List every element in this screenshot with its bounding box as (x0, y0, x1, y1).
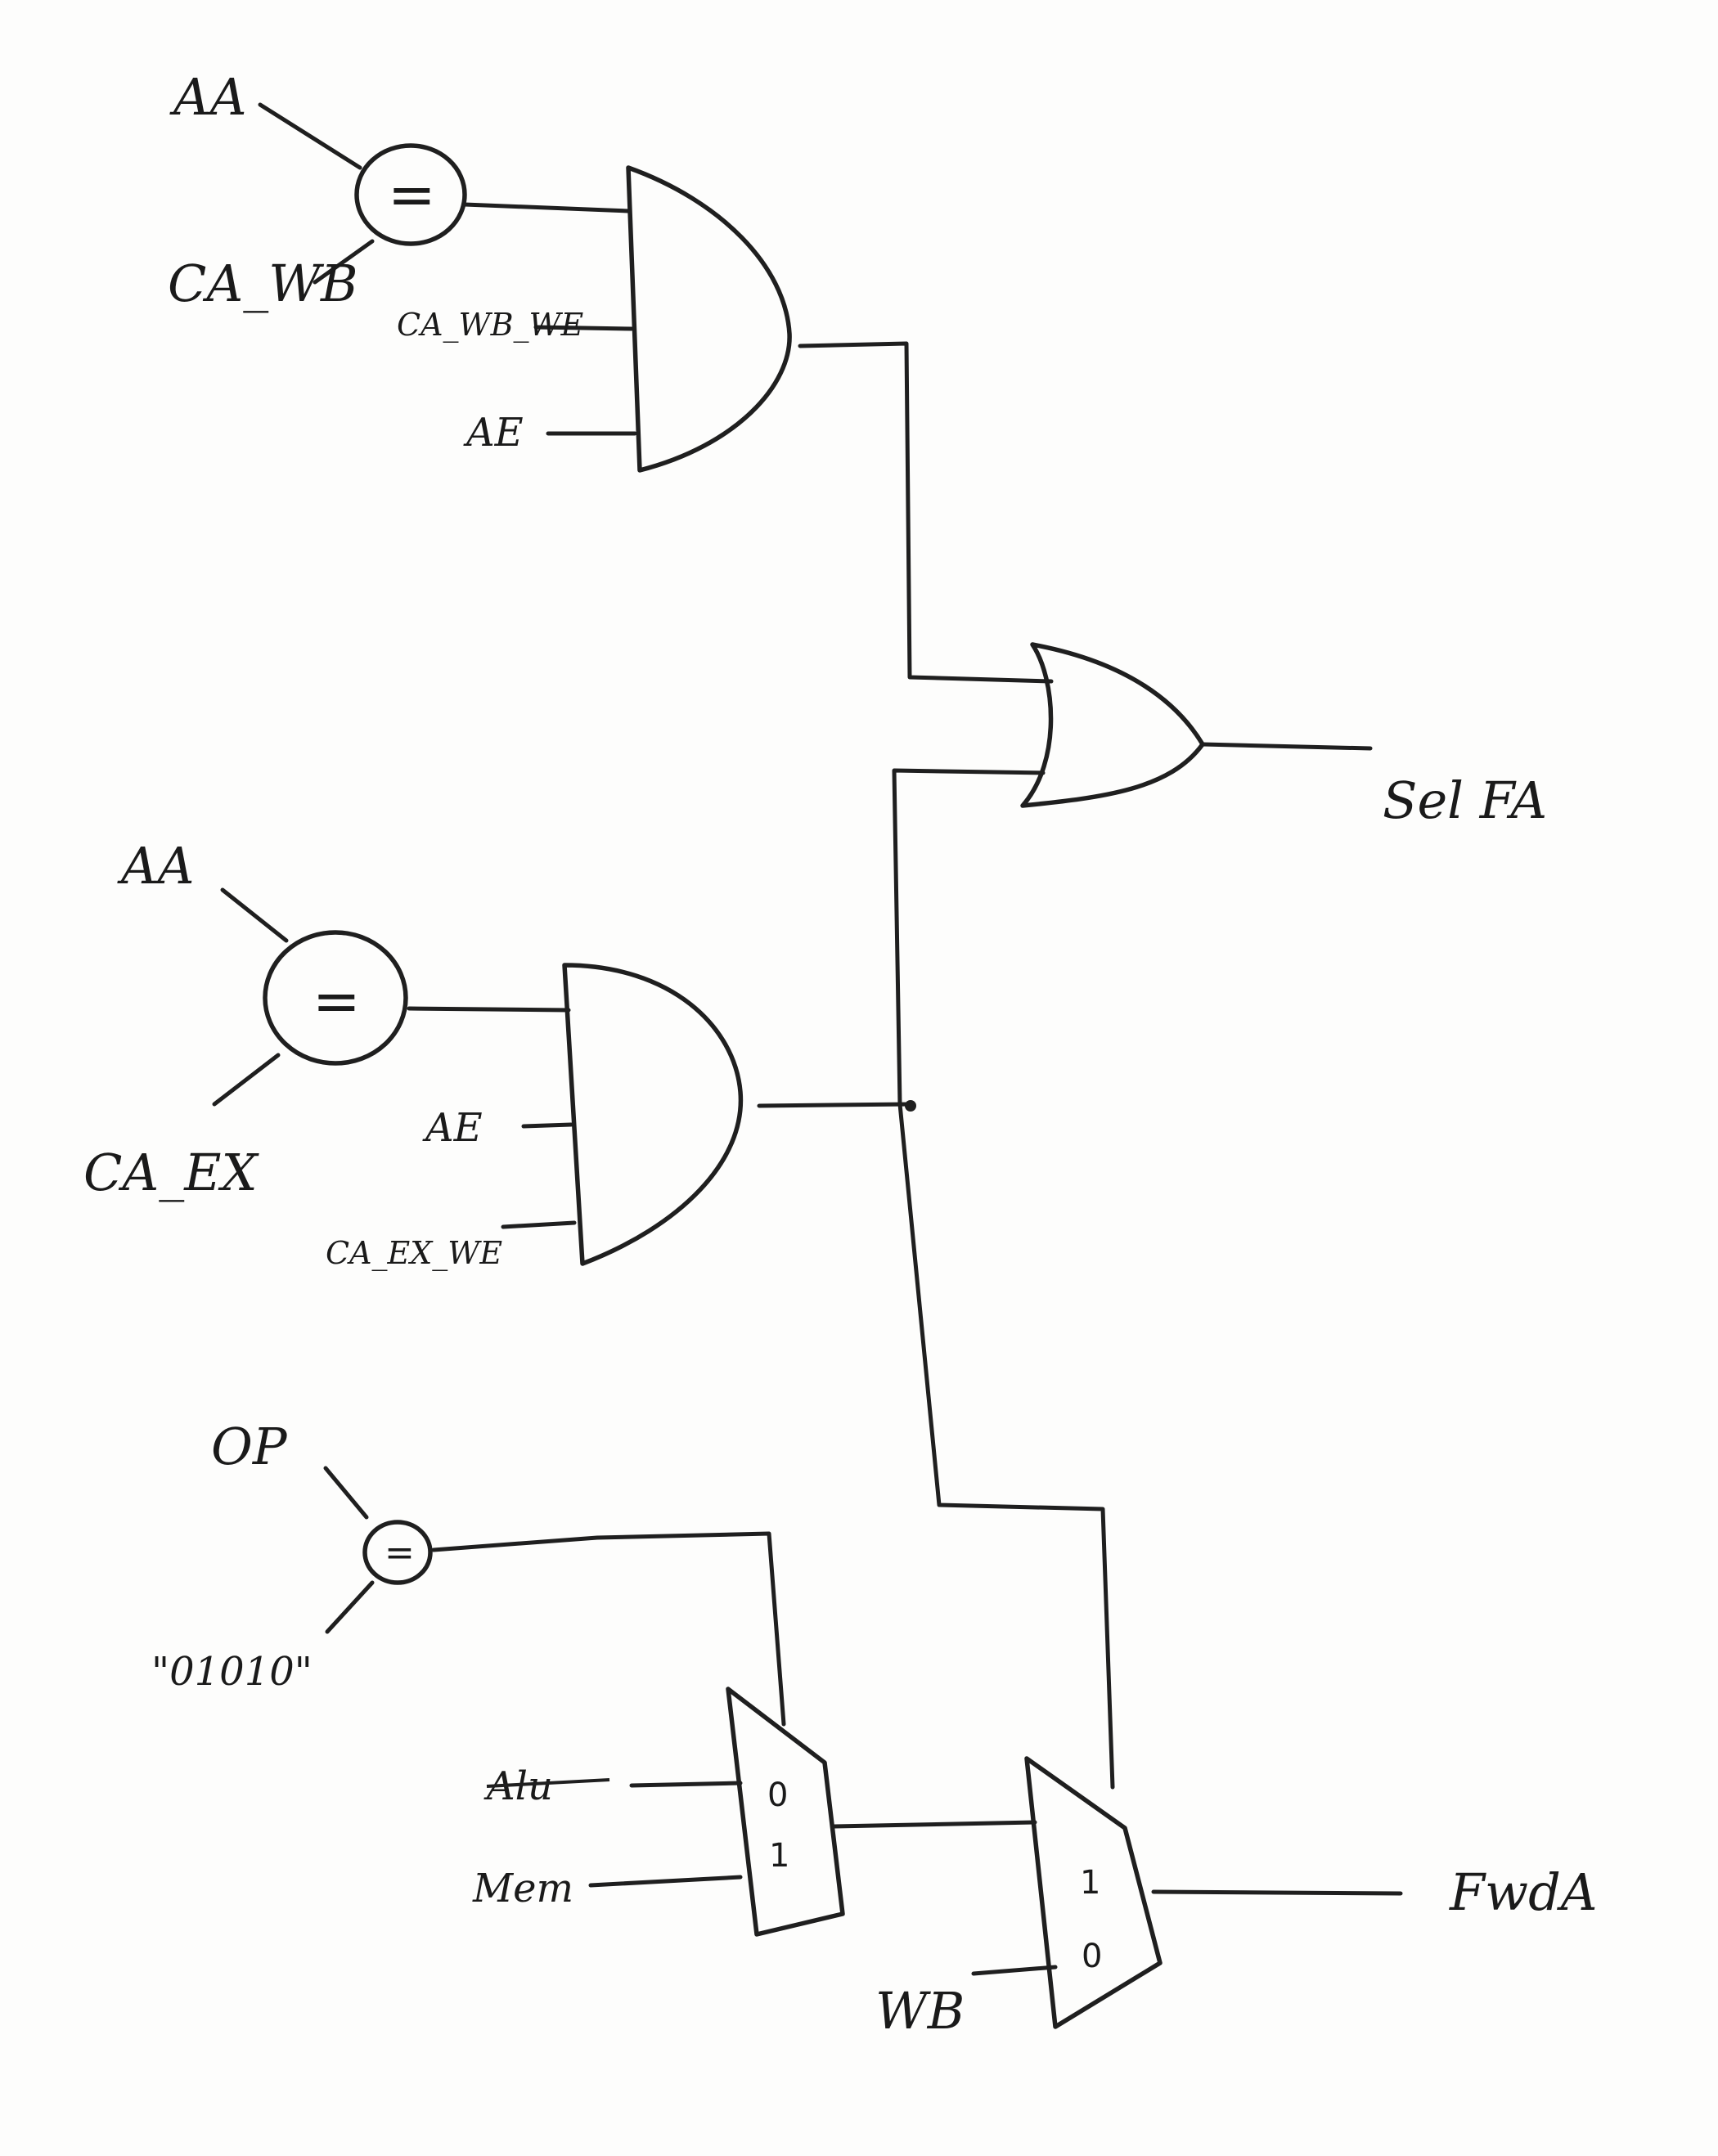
wire-junction-to-mux-sel (897, 1102, 1115, 1790)
mux-out (1024, 1756, 1163, 2029)
mux-out-port0: 0 (1082, 1938, 1102, 1975)
wire-ca-ex (212, 1053, 281, 1107)
wire-cmp-mid-to-and (407, 1006, 571, 1013)
wire-mux-out-to-fwd (1151, 1889, 1403, 1896)
label-ca-ex-we: CA_EX_WE (326, 1235, 502, 1272)
wire-mux-small-to-mux-out (832, 1820, 1037, 1829)
junction-dot (905, 1100, 916, 1112)
wire-ca-ex-we (501, 1220, 577, 1229)
wire-or-to-out (1200, 742, 1373, 751)
label-ae-mid: AE (422, 1105, 483, 1151)
comparator-op (362, 1520, 433, 1585)
wire-and-top-to-or (798, 341, 1054, 684)
mux-out-port1: 1 (1080, 1864, 1100, 1902)
comparator-mid-symbol: = (313, 968, 361, 1035)
comparator-mid (263, 930, 408, 1066)
label-mem: Mem (472, 1866, 573, 1911)
or-gate (1020, 642, 1205, 808)
wire-wb-in (971, 1965, 1058, 1976)
wire-ae-mid (521, 1122, 573, 1129)
comparator-top (354, 143, 467, 246)
and-gate-top (626, 165, 792, 473)
label-fwd-a: FwdA (1449, 1862, 1598, 1922)
mux-small (726, 1687, 845, 1937)
label-aa-top: AA (169, 67, 247, 127)
label-ca-wb: CA_WB (168, 254, 358, 313)
wire-op-const (325, 1580, 375, 1634)
mux-small-port1: 1 (769, 1837, 789, 1875)
wire-op (323, 1466, 369, 1520)
wire-aa-top (258, 102, 362, 170)
comparator-top-symbol: = (388, 161, 436, 228)
strikethrough-mark (486, 1778, 610, 1788)
label-op-const: "01010" (151, 1649, 313, 1695)
wire-ca-wb (313, 239, 375, 285)
label-wb: WB (875, 1981, 965, 2041)
wire-cmp-top-to-and (462, 202, 631, 213)
wire-aa-mid (220, 887, 289, 943)
and-gate-mid (562, 963, 744, 1266)
wire-alu-in (629, 1781, 743, 1788)
wire-ca-wb-we (533, 325, 634, 331)
comparator-op-symbol: = (385, 1532, 415, 1574)
label-op: OP (211, 1417, 288, 1476)
label-ae-top: AE (463, 410, 524, 456)
wire-junction-to-or (892, 768, 1046, 1107)
wire-cmp-op-to-mux-sel (431, 1531, 786, 1727)
mux-small-port0: 0 (767, 1776, 788, 1814)
label-ca-ex: CA_EX (83, 1143, 259, 1202)
label-aa-mid: AA (117, 836, 195, 896)
label-ca-wb-we: CA_WB_WE (397, 307, 584, 344)
wire-mem-in (588, 1875, 743, 1888)
label-sel-fa: Sel FA (1383, 770, 1547, 830)
wire-and-mid-to-junction (757, 1102, 913, 1108)
